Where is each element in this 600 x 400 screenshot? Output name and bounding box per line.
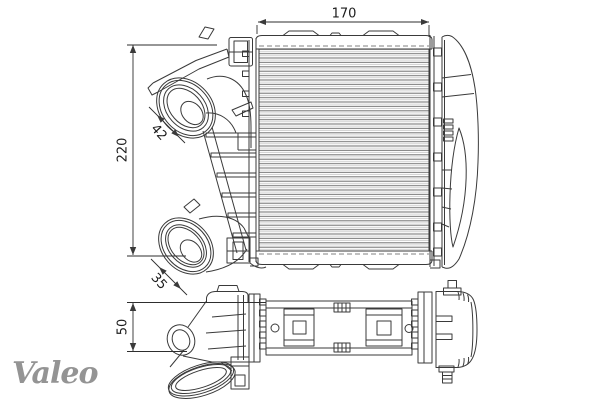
front-view bbox=[147, 26, 479, 275]
dimension-depth: 50 bbox=[116, 302, 266, 352]
tank-lens bbox=[449, 127, 467, 248]
right-tank bbox=[430, 34, 479, 269]
bottom-left-end-plate bbox=[248, 293, 267, 363]
tank-grille bbox=[443, 118, 454, 142]
bottom-core-bar bbox=[265, 300, 414, 356]
mount-bracket-a bbox=[283, 308, 315, 347]
mount-hole-left bbox=[270, 323, 280, 333]
dimension-outlet-diameter: 35 bbox=[147, 258, 188, 296]
bottom-clamp bbox=[230, 356, 250, 390]
dimension-height: 220 bbox=[116, 44, 217, 257]
lower-clamp bbox=[226, 237, 267, 269]
core-fins bbox=[258, 49, 430, 251]
bottom-peg bbox=[438, 365, 455, 384]
mount-hole-right bbox=[404, 324, 414, 333]
dim-height-label: 220 bbox=[116, 138, 131, 163]
top-peg bbox=[443, 280, 462, 296]
side-duct bbox=[202, 126, 247, 254]
bottom-right-tank bbox=[435, 280, 478, 384]
right-end-plate bbox=[429, 35, 442, 267]
bottom-outlet-pipe bbox=[167, 349, 236, 399]
bottom-header bbox=[255, 250, 433, 270]
mount-bracket-b bbox=[365, 308, 403, 347]
bottom-view bbox=[166, 280, 478, 399]
dim-width-label: 170 bbox=[332, 7, 357, 22]
top-bracket bbox=[198, 26, 253, 67]
dim-depth-label: 50 bbox=[116, 319, 131, 336]
strap-arm bbox=[147, 48, 230, 96]
valeo-logo: Valeo bbox=[12, 356, 98, 391]
bottom-left-tank bbox=[166, 285, 250, 399]
dimension-width: 170 bbox=[256, 7, 430, 37]
comb-marks bbox=[333, 302, 351, 353]
bottom-right-end-plate bbox=[411, 291, 433, 364]
inlet-pipe bbox=[156, 75, 256, 151]
top-header bbox=[255, 30, 433, 50]
